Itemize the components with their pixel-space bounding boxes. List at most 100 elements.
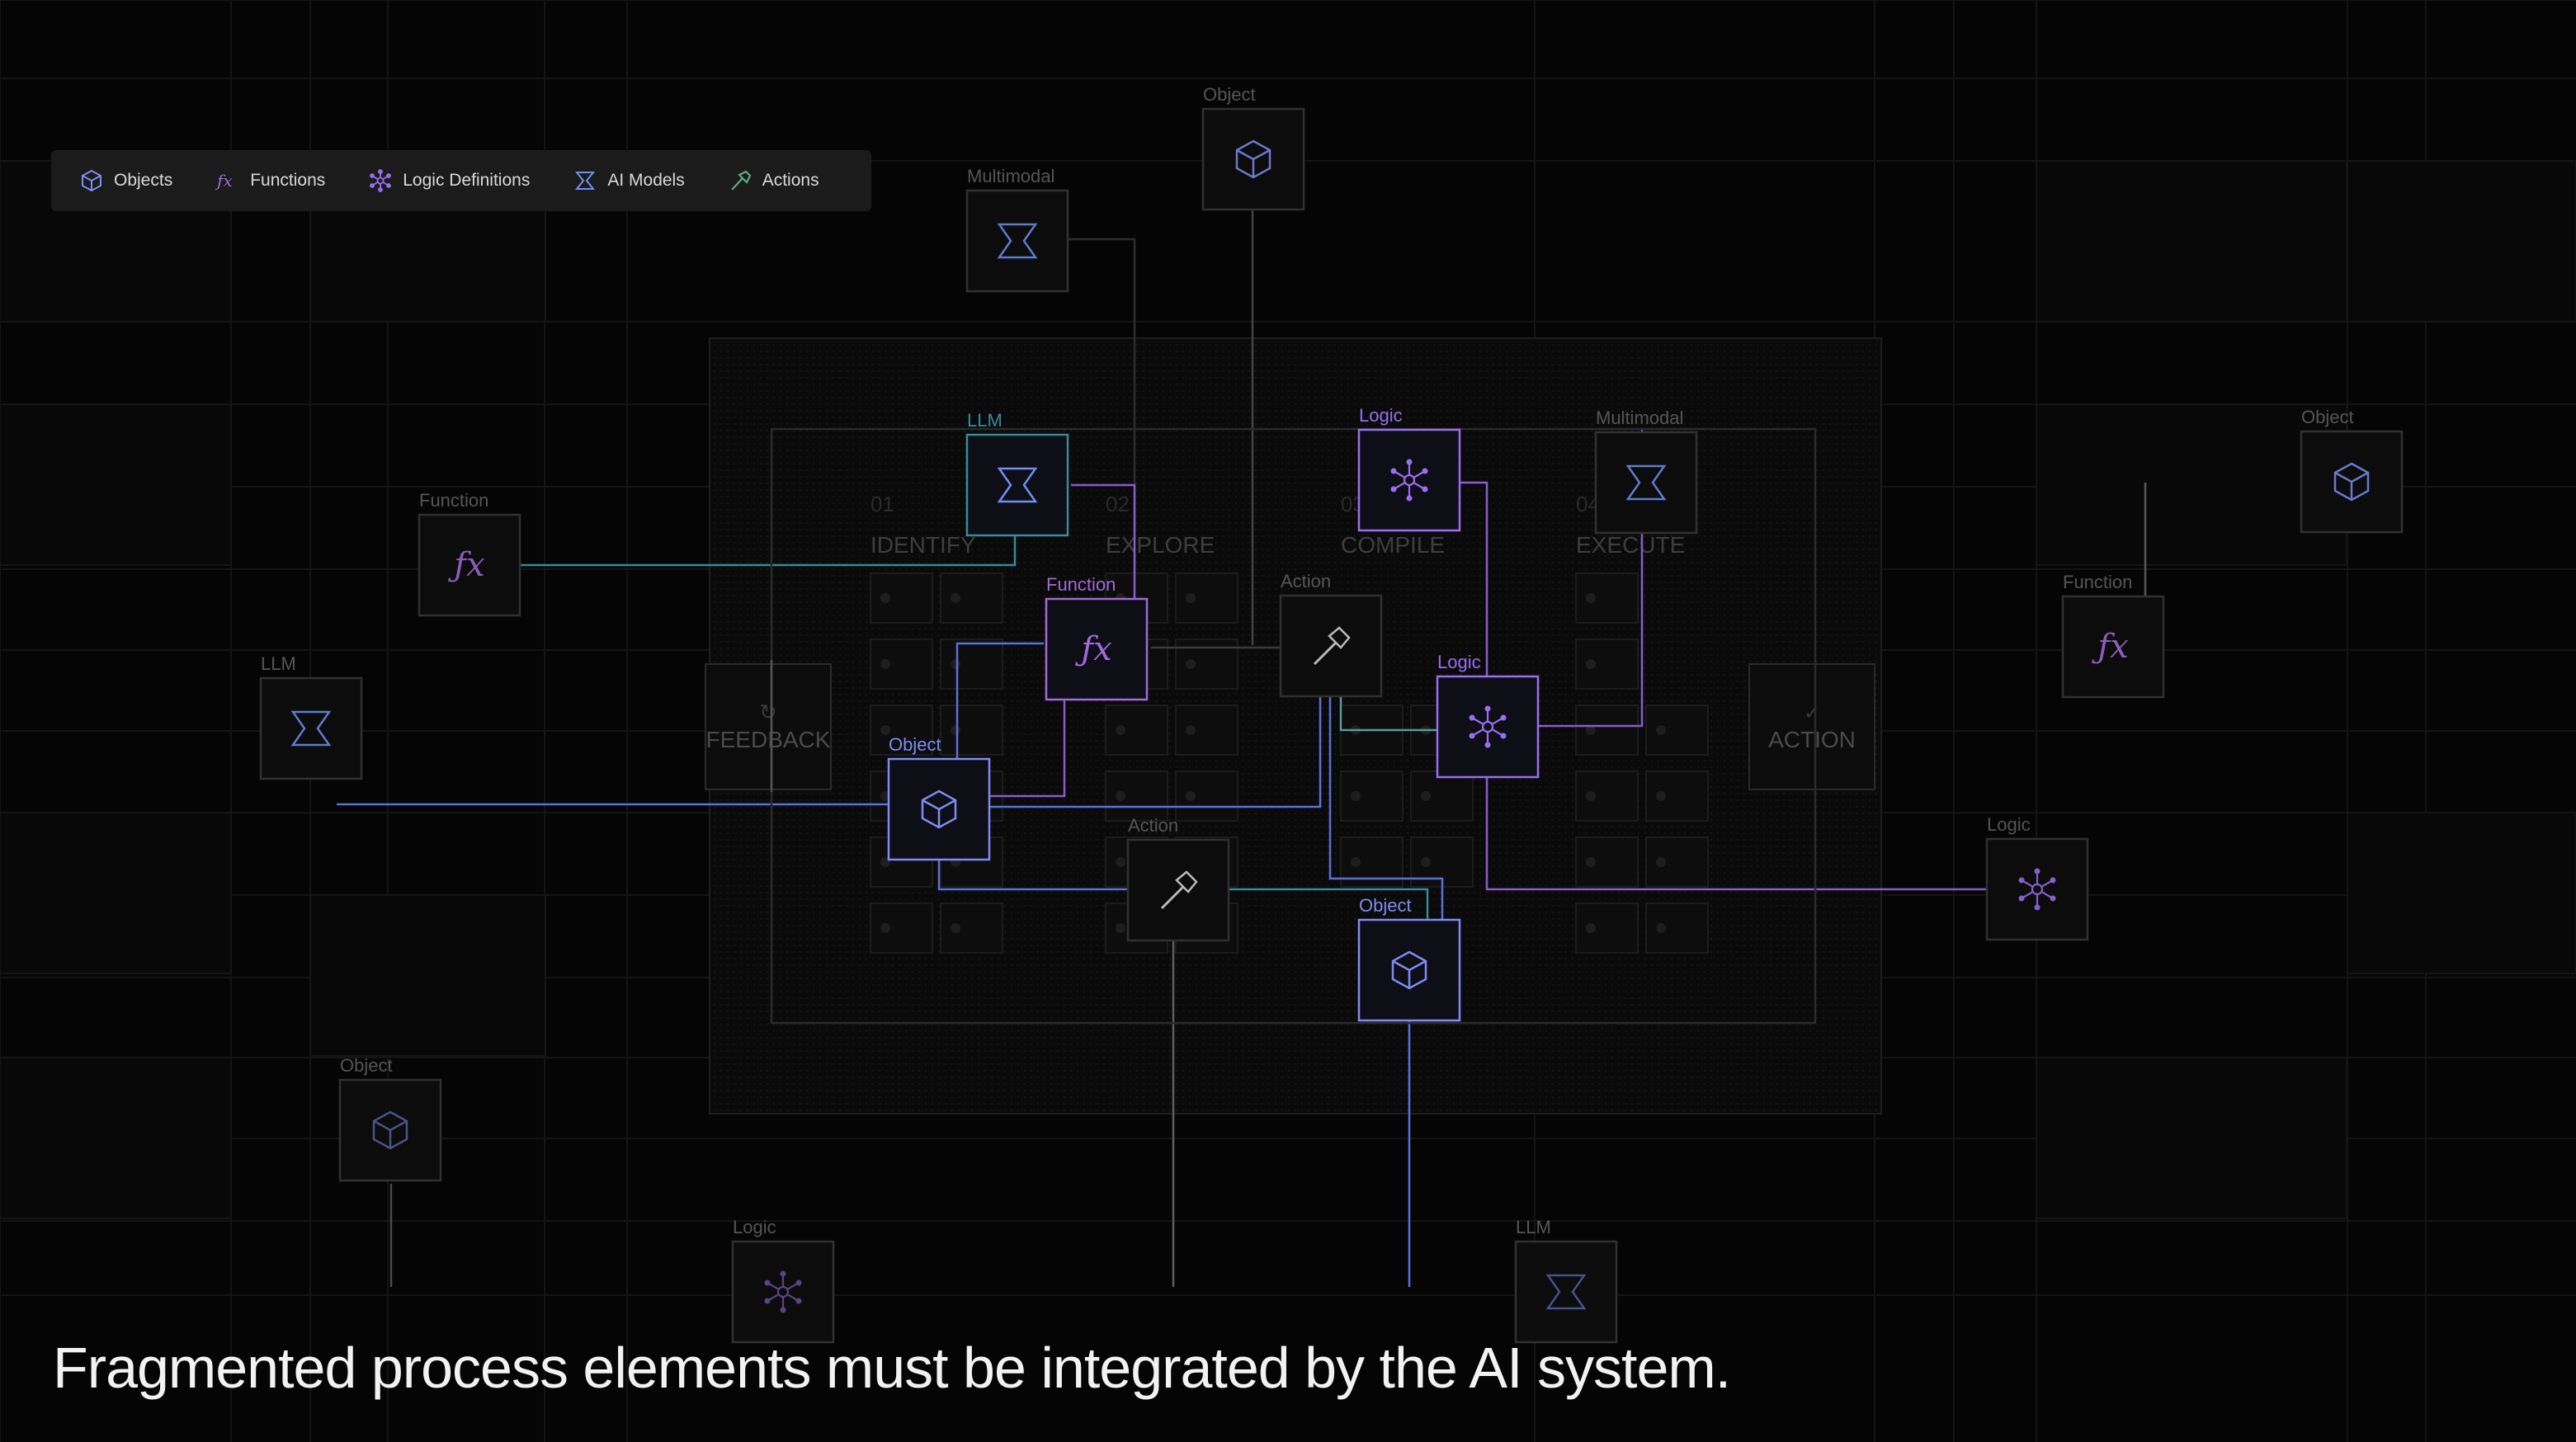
- node-llm[interactable]: LLM: [965, 410, 1069, 537]
- ghost-cell: [940, 902, 1003, 954]
- ghost-dot: [880, 659, 890, 669]
- node-box: [1594, 431, 1698, 535]
- node-llm[interactable]: LLM: [259, 653, 363, 780]
- node-label: LLM: [967, 410, 1003, 431]
- node-icon-wrap: [1625, 464, 1667, 501]
- connector-line: [955, 642, 1044, 759]
- ghost-dot: [951, 593, 960, 603]
- ghost-dot: [880, 923, 890, 933]
- logic-icon: [1469, 705, 1507, 748]
- ghost-dot: [951, 659, 960, 669]
- ghost-cell: [940, 705, 1003, 756]
- legend-item-logic[interactable]: Logic Definitions: [368, 168, 530, 193]
- ghost-cell: [1175, 705, 1238, 756]
- llm-icon: [1545, 1274, 1587, 1310]
- legend-label-functions: Functions: [250, 171, 326, 190]
- node-object[interactable]: Object: [887, 734, 991, 861]
- ghost-dot: [1116, 857, 1125, 867]
- connector-line: [937, 858, 1130, 891]
- node-object[interactable]: Object: [1357, 895, 1461, 1022]
- logic-icon: [1390, 459, 1428, 502]
- connector-line: [1229, 888, 1429, 920]
- connector-line: [990, 697, 1066, 798]
- node-object[interactable]: Object: [1201, 84, 1305, 211]
- ghost-cell: [1175, 770, 1238, 822]
- node-label: Multimodal: [967, 166, 1054, 186]
- llm-icon: [997, 467, 1038, 503]
- function-icon: ƒx: [2091, 628, 2128, 666]
- node-llm[interactable]: Multimodal: [1594, 408, 1698, 535]
- connector-line: [1328, 693, 1444, 920]
- node-object[interactable]: Object: [338, 1055, 442, 1182]
- node-icon-wrap: [997, 467, 1038, 503]
- ghost-dot: [1421, 791, 1431, 801]
- node-icon-wrap: [1390, 459, 1428, 502]
- node-action[interactable]: Action: [1279, 571, 1383, 698]
- legend-item-functions[interactable]: ƒx Functions: [215, 168, 325, 193]
- ghost-dot: [1351, 857, 1361, 867]
- legend-item-objects[interactable]: Objects: [79, 168, 172, 193]
- ghost-cell: [1340, 770, 1404, 822]
- action-box: ✓ ACTION: [1748, 663, 1875, 790]
- node-icon-wrap: [2018, 868, 2056, 911]
- node-object[interactable]: Object: [2300, 407, 2404, 534]
- node-icon-wrap: [290, 710, 332, 747]
- node-icon-wrap: [1469, 705, 1507, 748]
- node-label: LLM: [1516, 1217, 1551, 1237]
- background-tile: [2347, 812, 2576, 974]
- legend-item-ai-models[interactable]: AI Models: [573, 168, 685, 193]
- ghost-dot: [1116, 923, 1125, 933]
- logic-icon: [2018, 868, 2056, 911]
- node-icon-wrap: ƒx: [1074, 630, 1111, 668]
- node-label: Multimodal: [1596, 408, 1683, 428]
- ghost-dot: [1656, 791, 1666, 801]
- node-icon-wrap: [921, 789, 957, 829]
- object-icon: [1235, 139, 1271, 179]
- stage-number: 02: [1106, 492, 1130, 516]
- node-box: [1279, 594, 1383, 698]
- connector-line: [1485, 775, 1995, 891]
- node-label: Function: [1046, 574, 1116, 595]
- node-logic[interactable]: Logic: [1985, 814, 2089, 941]
- node-logic[interactable]: Logic: [1357, 405, 1461, 532]
- ghost-cell: [1575, 770, 1639, 822]
- node-label: Action: [1281, 571, 1331, 591]
- svg-text:ƒx: ƒx: [2091, 628, 2128, 666]
- node-llm[interactable]: LLM: [1514, 1217, 1618, 1344]
- action-icon: [1160, 870, 1198, 910]
- function-icon: ƒx: [1074, 630, 1111, 668]
- legend-label-ai-models: AI Models: [607, 171, 685, 190]
- node-function[interactable]: Function ƒx: [1045, 574, 1149, 701]
- node-box: [259, 676, 363, 780]
- node-action[interactable]: Action: [1126, 815, 1230, 942]
- node-icon-wrap: [2333, 462, 2370, 502]
- node-box: [1985, 837, 2089, 941]
- ghost-dot: [1586, 659, 1596, 669]
- svg-text:ƒx: ƒx: [215, 171, 233, 191]
- stage-label: COMPILE: [1341, 532, 1445, 558]
- stage-label: EXPLORE: [1106, 532, 1215, 558]
- action-icon: [1313, 626, 1351, 666]
- node-label: LLM: [261, 653, 296, 674]
- node-logic[interactable]: Logic: [731, 1217, 835, 1344]
- logic-icon: [764, 1270, 802, 1313]
- legend-bar: Objects ƒx Functions Logic Definitions A…: [51, 150, 871, 211]
- node-llm[interactable]: Multimodal: [965, 166, 1069, 293]
- llm-icon: [1625, 464, 1667, 501]
- ghost-dot: [1586, 791, 1596, 801]
- llm-icon: [997, 223, 1038, 259]
- node-label: Logic: [733, 1217, 776, 1237]
- node-icon-wrap: [764, 1270, 802, 1313]
- hammer-icon: [730, 170, 752, 191]
- feedback-label: FEEDBACK: [706, 727, 831, 752]
- background-tile: [2036, 160, 2347, 323]
- node-label: Object: [889, 734, 941, 755]
- ghost-cell: [1175, 573, 1238, 624]
- node-logic[interactable]: Logic: [1436, 652, 1540, 779]
- ghost-dot: [1116, 725, 1125, 735]
- feedback-icon: ↻: [759, 700, 777, 725]
- ghost-dot: [1186, 659, 1196, 669]
- legend-item-actions[interactable]: Actions: [728, 168, 819, 193]
